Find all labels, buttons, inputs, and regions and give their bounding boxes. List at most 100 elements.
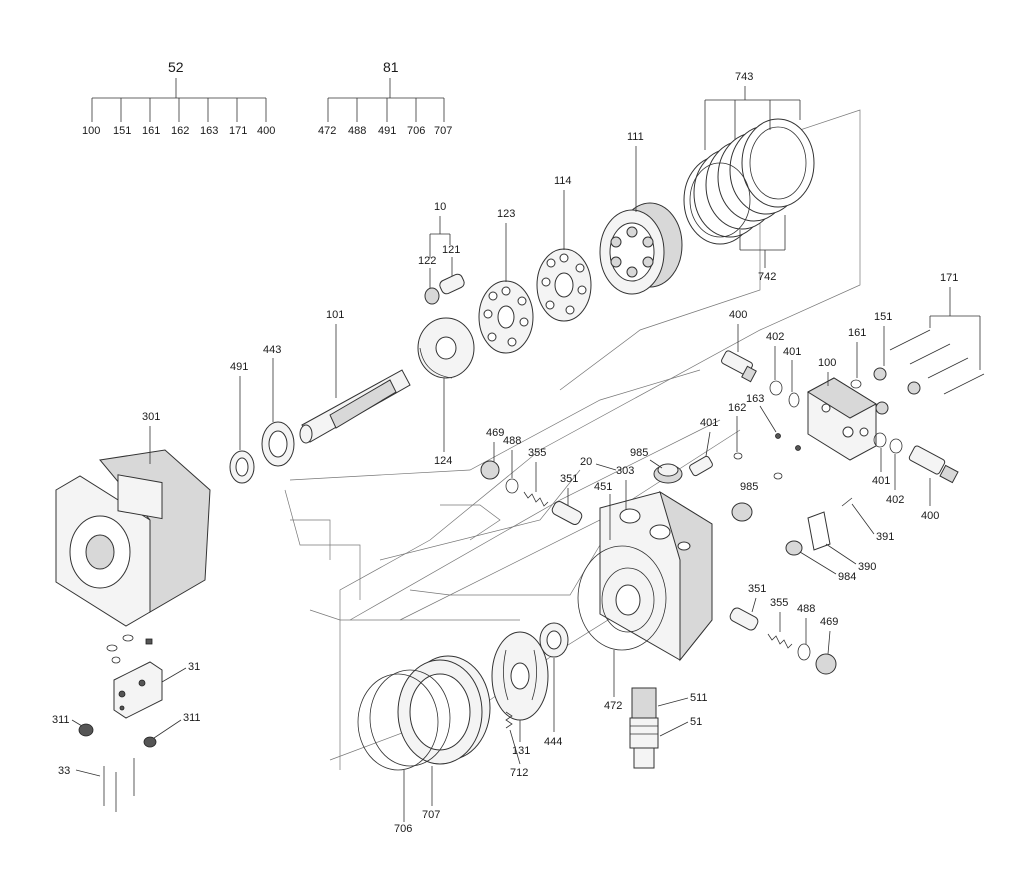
valve-block — [807, 377, 877, 461]
part-label-712: 712 — [510, 767, 528, 779]
group-81-item: 707 — [434, 125, 452, 137]
leader-742: 742 — [739, 215, 786, 283]
leader-443: 443 — [263, 344, 281, 422]
leader-10: 10 121 122 — [418, 201, 460, 288]
relief-valve-block — [106, 634, 163, 719]
part-label-10: 10 — [434, 201, 446, 213]
part-label-355-right: 355 — [770, 597, 788, 609]
part-label-20: 20 — [580, 456, 592, 468]
spring-355-right: 355 — [767, 597, 793, 649]
part-label-469-right: 469 — [820, 616, 838, 628]
part-label-131: 131 — [512, 745, 530, 757]
part-label-491: 491 — [230, 361, 248, 373]
group-81-title: 81 — [383, 59, 399, 75]
oil-seal — [229, 450, 255, 484]
leader-131: 131 — [512, 720, 530, 757]
part-label-472: 472 — [604, 700, 622, 712]
part-label-33: 33 — [58, 765, 70, 777]
part-label-401-mid: 401 — [700, 417, 718, 429]
needle-bearing — [539, 622, 569, 658]
leader-20: 20 — [580, 456, 617, 471]
leader-511: 511 — [657, 692, 708, 707]
leader-123: 123 — [497, 208, 515, 282]
leader-114: 114 — [554, 175, 572, 250]
nameplate-390: 390 — [807, 511, 876, 573]
group-52-item: 161 — [142, 125, 160, 137]
leader-100: 100 — [818, 357, 836, 386]
friction-disc-pack — [683, 118, 815, 245]
part-label-401-top: 401 — [783, 346, 801, 358]
group-52-bracket: 52 100 151 161 162 163 171 400 — [82, 59, 275, 137]
part-label-451: 451 — [594, 481, 612, 493]
group-52-item: 151 — [113, 125, 131, 137]
part-label-122: 122 — [418, 255, 436, 267]
part-label-311-left: 311 — [52, 714, 70, 726]
part-label-402-bottom: 402 — [886, 494, 904, 506]
part-label-123: 123 — [497, 208, 515, 220]
part-label-984: 984 — [838, 571, 856, 583]
oring-402-top: 402 — [766, 331, 784, 396]
part-label-707: 707 — [422, 809, 440, 821]
part-label-402-top: 402 — [766, 331, 784, 343]
part-label-706: 706 — [394, 823, 412, 835]
check-valve-400-bottom: 400 — [908, 445, 959, 522]
rear-flange — [599, 490, 713, 662]
leader-111: 111 — [627, 131, 644, 212]
spool-351-left: 351 — [551, 473, 583, 525]
plug-469-right: 469 — [815, 616, 838, 675]
group-52-title: 52 — [168, 59, 184, 75]
plug-151: 151 — [873, 311, 921, 415]
part-label-100: 100 — [818, 357, 836, 369]
leader-31: 31 — [161, 661, 200, 683]
motor-casing — [55, 449, 211, 627]
group-81-item: 472 — [318, 125, 336, 137]
brake-piston — [397, 655, 491, 765]
oring-402-bottom: 402 — [886, 438, 904, 506]
part-label-469-left: 469 — [486, 427, 504, 439]
plug-161: 161 — [848, 327, 866, 389]
part-label-124: 124 — [434, 455, 452, 467]
leader-743: 743 — [704, 71, 801, 150]
part-label-391: 391 — [876, 531, 894, 543]
part-label-111: 111 — [627, 131, 644, 143]
oring-488-left: 488 — [503, 435, 521, 494]
swash-plate — [417, 317, 475, 379]
roller-bearing — [261, 421, 295, 467]
part-label-985-right: 985 — [740, 481, 758, 493]
group-52-item: 163 — [200, 125, 218, 137]
spring-355-left: 355 — [523, 447, 549, 507]
part-label-355-left: 355 — [528, 447, 546, 459]
group-81-item: 706 — [407, 125, 425, 137]
leader-124: 124 — [434, 378, 452, 467]
check-valve-400-top: 400 — [721, 309, 757, 383]
oring-401-top: 401 — [783, 346, 801, 408]
part-label-400-top: 400 — [729, 309, 747, 321]
part-label-121: 121 — [442, 244, 460, 256]
part-label-488-left: 488 — [503, 435, 521, 447]
part-label-162: 162 — [728, 402, 746, 414]
part-label-114: 114 — [554, 175, 572, 187]
part-label-51: 51 — [690, 716, 702, 728]
bolts-33: 33 — [58, 758, 135, 812]
part-label-743: 743 — [735, 71, 753, 83]
part-label-351-right: 351 — [748, 583, 766, 595]
spool-351-right: 351 — [729, 583, 766, 631]
oring-162: 162 — [728, 402, 783, 480]
plug-469-left: 469 — [480, 427, 504, 480]
plug-985-top: 985 — [630, 447, 683, 484]
part-label-303: 303 — [616, 465, 634, 477]
plug-985-right: 985 — [731, 481, 758, 522]
plug-984: 984 — [785, 540, 856, 583]
retainer-plate — [536, 248, 592, 322]
part-label-488-right: 488 — [797, 603, 815, 615]
part-label-400-bottom: 400 — [921, 510, 939, 522]
part-label-742: 742 — [758, 271, 776, 283]
oring-401-bottom: 401 — [872, 432, 890, 487]
group-81-item: 491 — [378, 125, 396, 137]
oring-488-right: 488 — [797, 603, 815, 661]
group-52-item: 100 — [82, 125, 100, 137]
group-81-item: 488 — [348, 125, 366, 137]
part-label-401-bottom: 401 — [872, 475, 890, 487]
group-52-item: 171 — [229, 125, 247, 137]
